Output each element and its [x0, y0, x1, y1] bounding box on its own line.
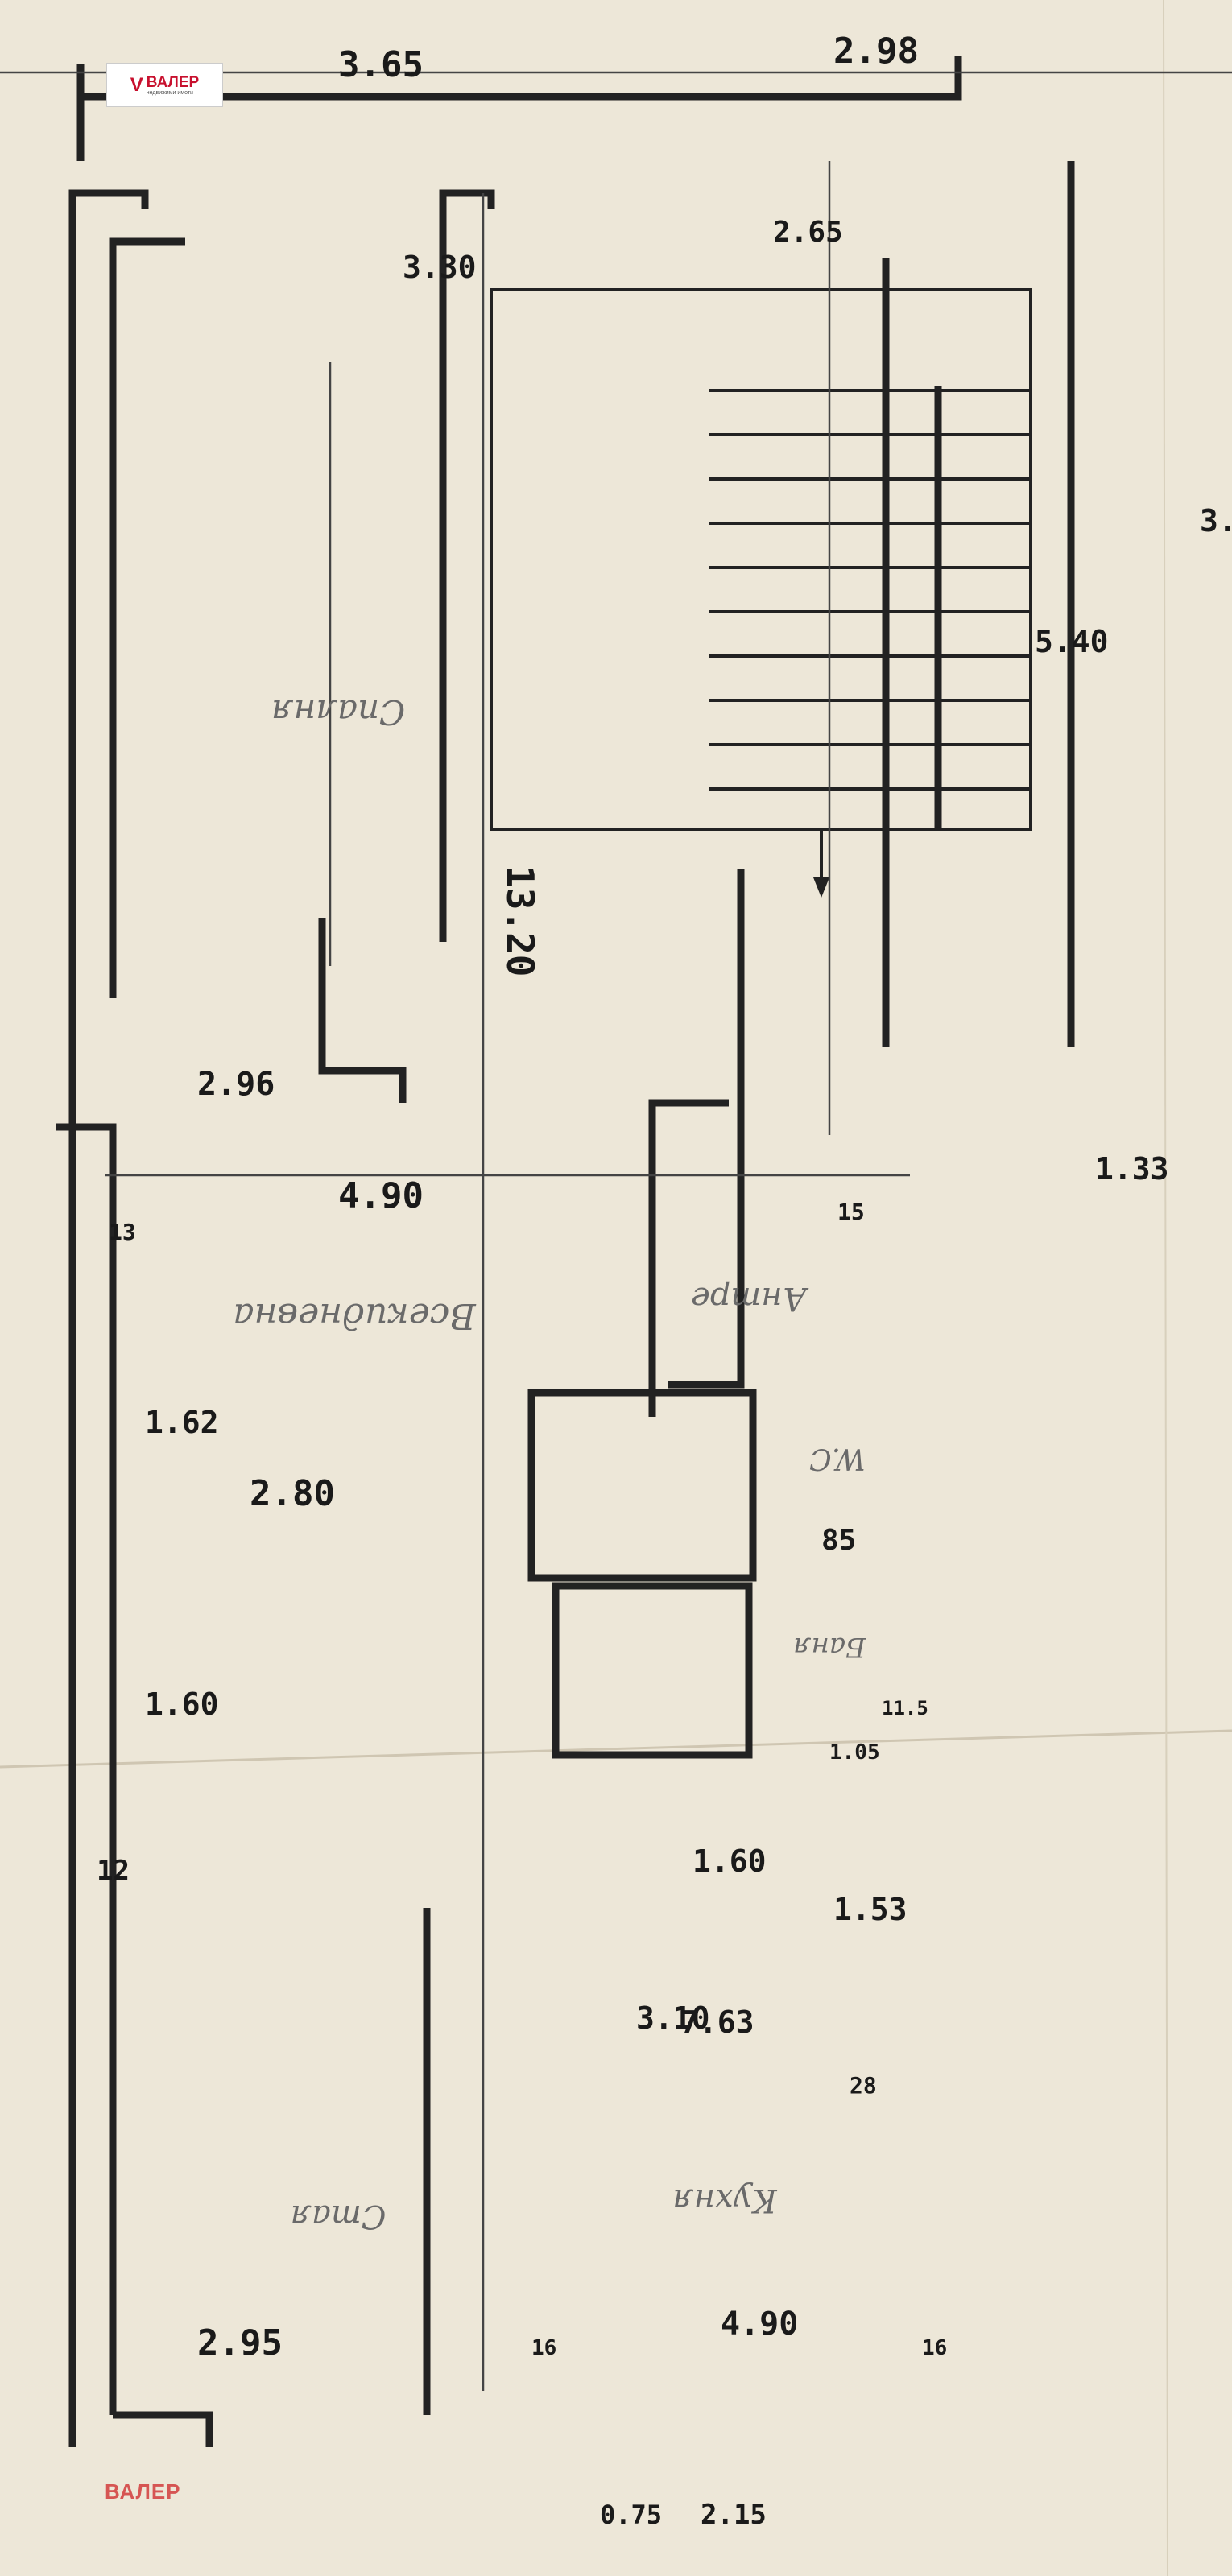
dim-16b: 16 — [922, 2336, 947, 2360]
dim-top-right: 2.98 — [833, 31, 919, 72]
dim-28: 28 — [850, 2072, 877, 2099]
wall-corner-top — [113, 2411, 213, 2447]
brand-watermark: ВАЛЕР — [105, 2479, 181, 2504]
wall-bath-box — [552, 1582, 753, 1759]
room-label-living: Всекидневна — [233, 1295, 476, 1336]
wall-outer-long — [68, 189, 149, 2447]
dim-4-90b: 4.90 — [721, 2306, 798, 2343]
dim-3-30: 3.30 — [403, 250, 477, 285]
paper-fold-line — [0, 1729, 1232, 1769]
room-label-kitchen: Кухня — [672, 2182, 778, 2219]
room-labels: Спалня Всекидневна Антре W.C Баня Кухня … — [233, 692, 866, 2235]
brand-logo-name: ВАЛЕР — [146, 73, 200, 91]
dim-1-62: 1.62 — [145, 1405, 219, 1440]
dim-12: 12 — [97, 1855, 130, 1887]
dim-11-5: 11.5 — [882, 1697, 928, 1719]
dim-right-edge: 3.02 — [1200, 503, 1232, 539]
plan-upside-down — [0, 56, 1232, 2447]
wall-partition-kitchen — [318, 918, 407, 1103]
wall-inner-long — [56, 1123, 117, 2415]
dim-16a: 16 — [531, 2336, 556, 2360]
stairs — [490, 288, 1032, 898]
wall-central-lower — [439, 189, 495, 942]
wall-bottom — [81, 56, 962, 101]
room-label-wc: W.C — [809, 1442, 866, 1475]
dimension-labels: 3.65 2.98 3.30 2.65 5.40 3.02 2.96 13.20… — [97, 31, 1232, 2531]
dim-1-53: 1.53 — [833, 1892, 907, 1927]
dim-stair: 5.40 — [1035, 624, 1109, 659]
dim-1-60: 1.60 — [145, 1686, 219, 1722]
dim-2-96: 2.96 — [197, 1066, 275, 1103]
dim-2-65: 2.65 — [773, 216, 843, 249]
paper-fold-line-vertical — [1163, 0, 1168, 2576]
walls — [56, 56, 1075, 2447]
dim-1-60b: 1.60 — [692, 1843, 767, 1879]
brand-logo-mark: V — [130, 73, 143, 96]
dim-2-95: 2.95 — [197, 2322, 283, 2363]
room-label-bath: Баня — [793, 1631, 866, 1663]
dim-7-63: 7.63 — [680, 2004, 754, 2040]
dim-0-75: 0.75 — [600, 2500, 662, 2530]
brand-logo-tagline: недвижими имоти — [146, 89, 193, 96]
dim-3-10: 3.10 — [636, 2000, 710, 2036]
dim-13: 13 — [109, 1219, 136, 1245]
wall-inner-long-lower — [109, 237, 185, 998]
dim-1-33: 1.33 — [1095, 1151, 1169, 1187]
wall-wc-box — [527, 1389, 757, 1582]
dim-total-length: 13.20 — [498, 865, 542, 976]
stair-arrow-head — [813, 877, 829, 898]
dim-1-05: 1.05 — [829, 1740, 880, 1765]
dim-15: 15 — [837, 1199, 865, 1225]
dim-2-15: 2.15 — [701, 2499, 767, 2531]
wall-stair-left — [648, 1099, 729, 1417]
dim-top-left: 3.65 — [338, 44, 424, 85]
dim-2-80: 2.80 — [250, 1473, 335, 1514]
room-label-bedroom: Спалня — [271, 692, 405, 732]
brand-logo: V ВАЛЕР недвижими имоти — [106, 63, 223, 107]
brand-logo-text: ВАЛЕР недвижими имоти — [147, 75, 199, 96]
dim-width: 4.90 — [338, 1175, 424, 1216]
room-label-room: Стая — [291, 2198, 387, 2235]
room-label-antre: Антре — [691, 1280, 809, 1317]
stair-outline — [490, 288, 1032, 831]
wall-bath — [668, 869, 745, 1389]
dim-85: 85 — [821, 1524, 856, 1557]
